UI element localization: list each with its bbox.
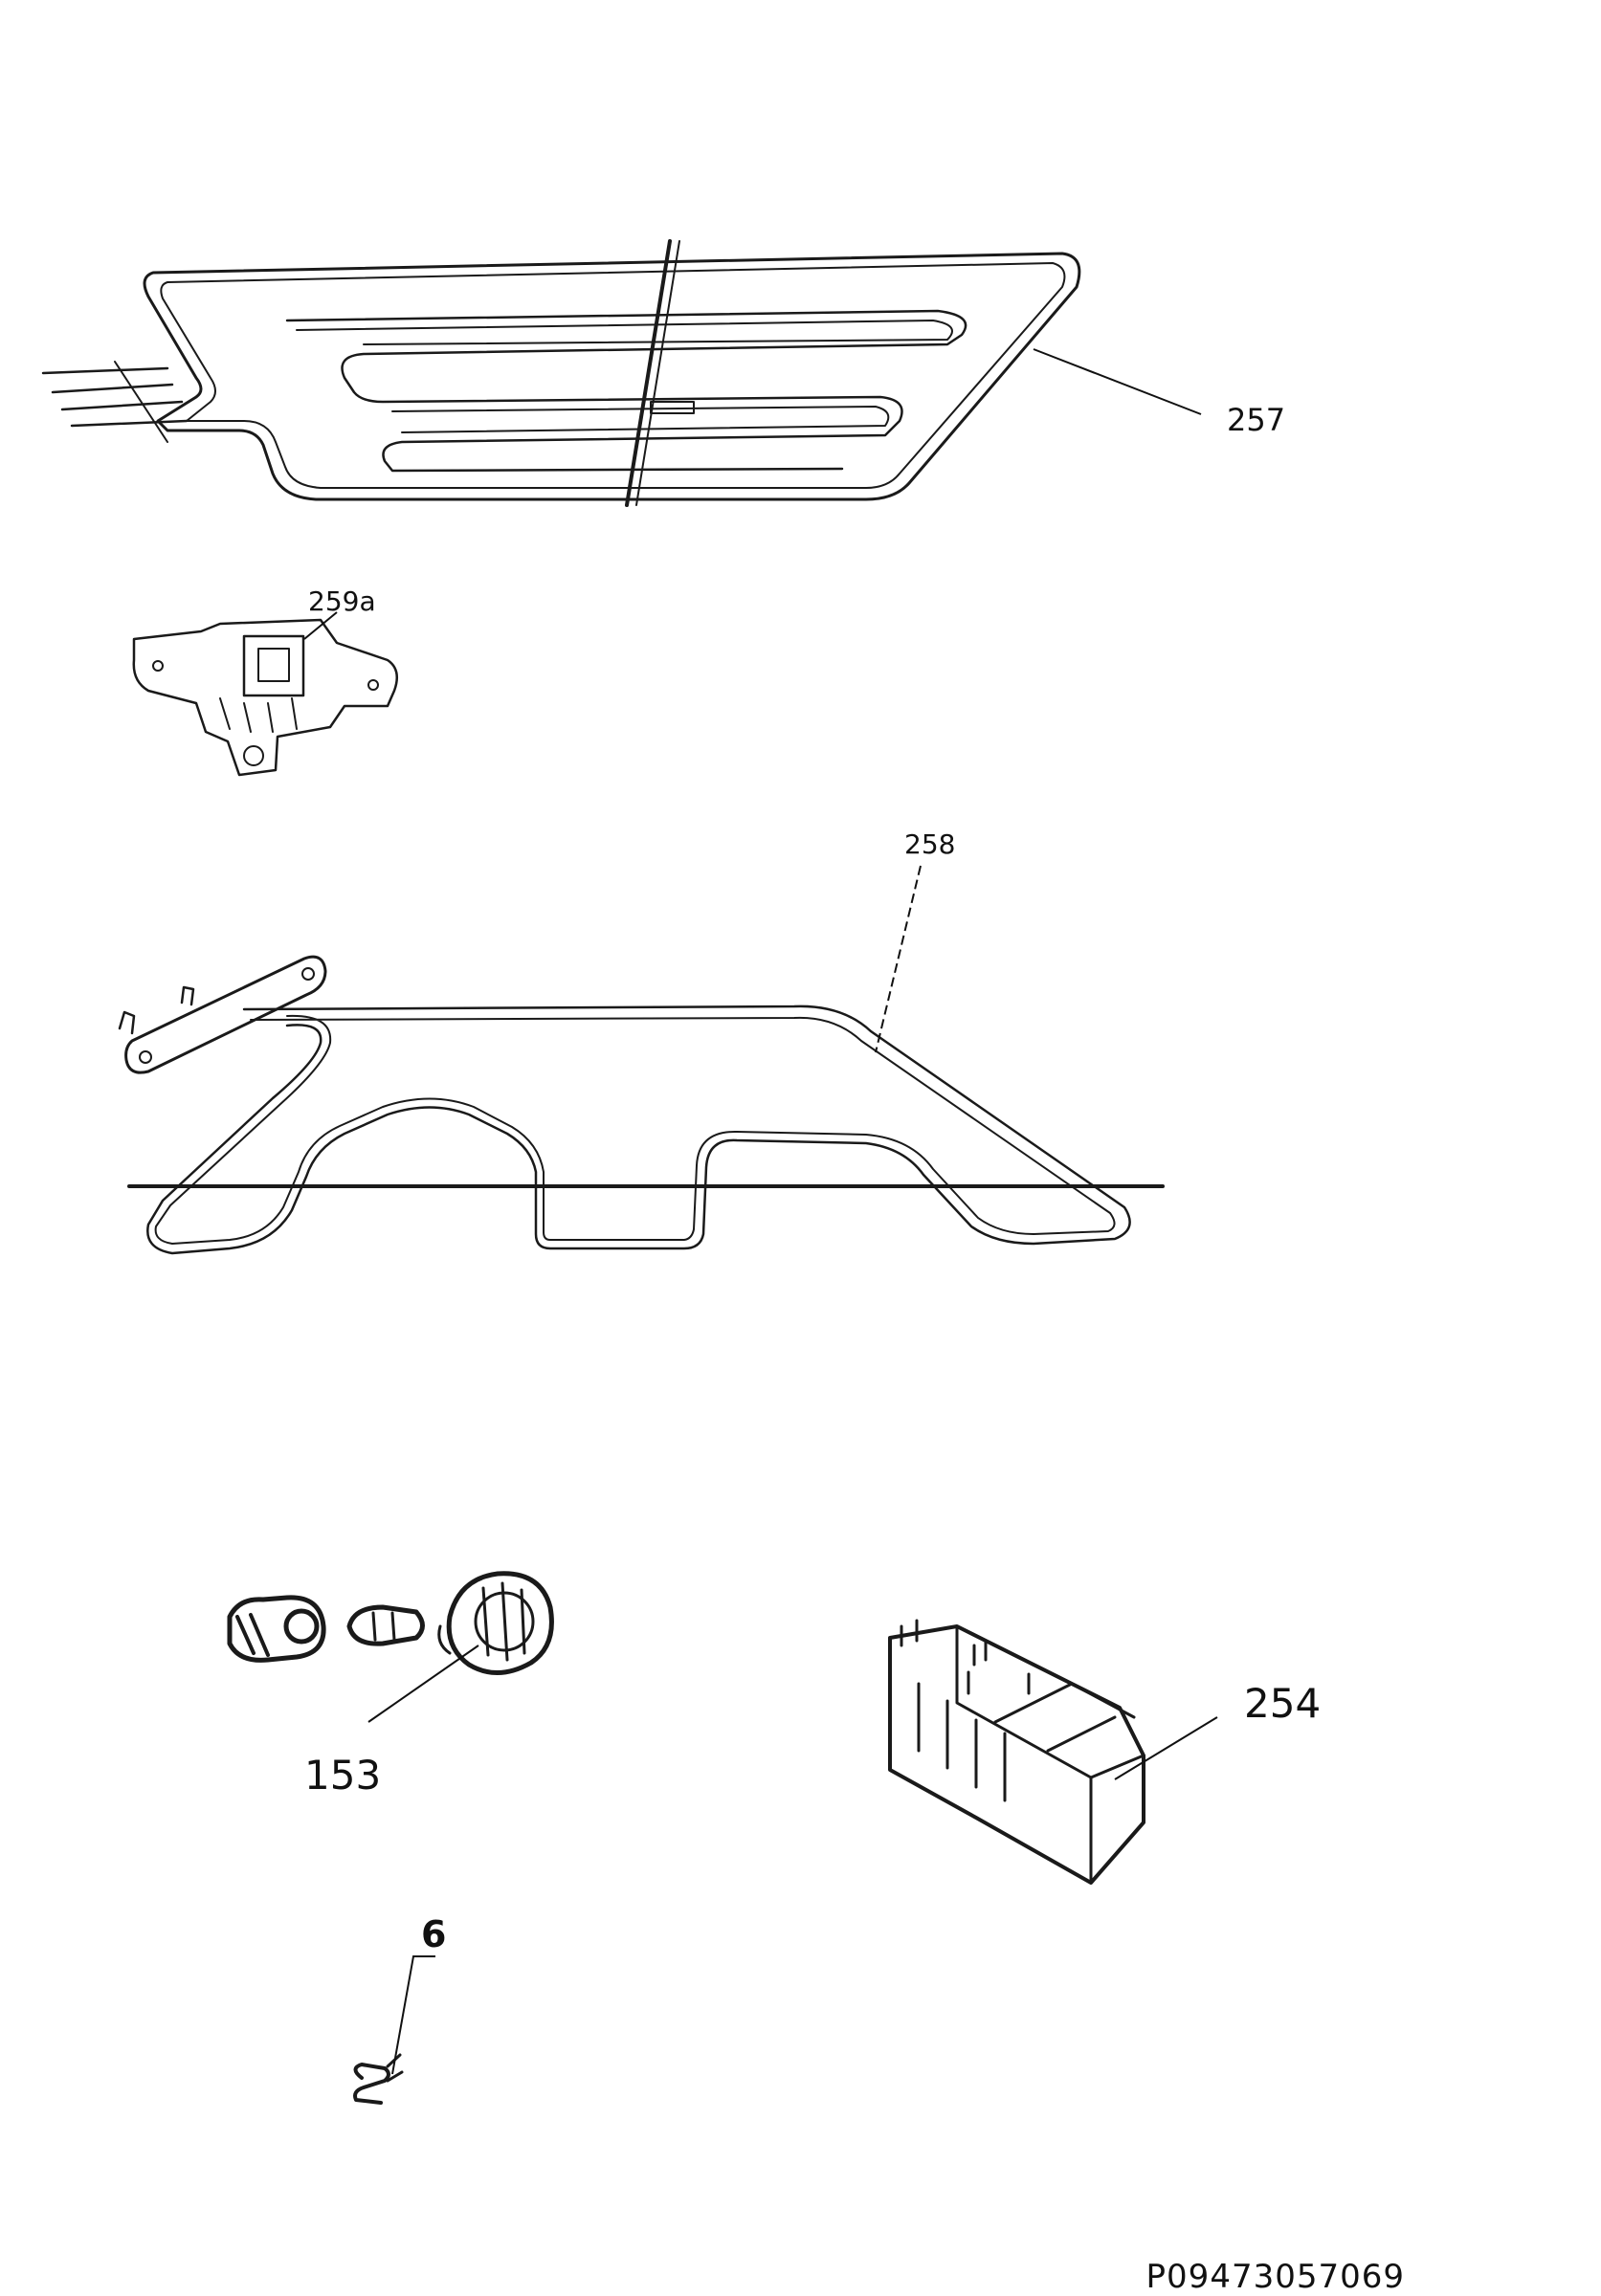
lamp-assembly: 153 [227, 1571, 554, 1799]
callout-153: 153 [304, 1752, 381, 1799]
callout-259a: 259a [308, 585, 376, 617]
small-clip: 6 [353, 1913, 446, 2105]
diagram-reference-code: P09473057069 [1145, 2258, 1405, 2296]
callout-257: 257 [1227, 402, 1285, 438]
thermostat-part: 259a [132, 585, 399, 777]
callout-254: 254 [1244, 1680, 1321, 1727]
terminal-block: 254 [888, 1619, 1321, 1885]
grill-heating-element: 257 [41, 239, 1285, 507]
callout-6: 6 [421, 1913, 446, 1955]
callout-258: 258 [904, 828, 955, 860]
bottom-heating-element: 258 [118, 828, 1165, 1255]
